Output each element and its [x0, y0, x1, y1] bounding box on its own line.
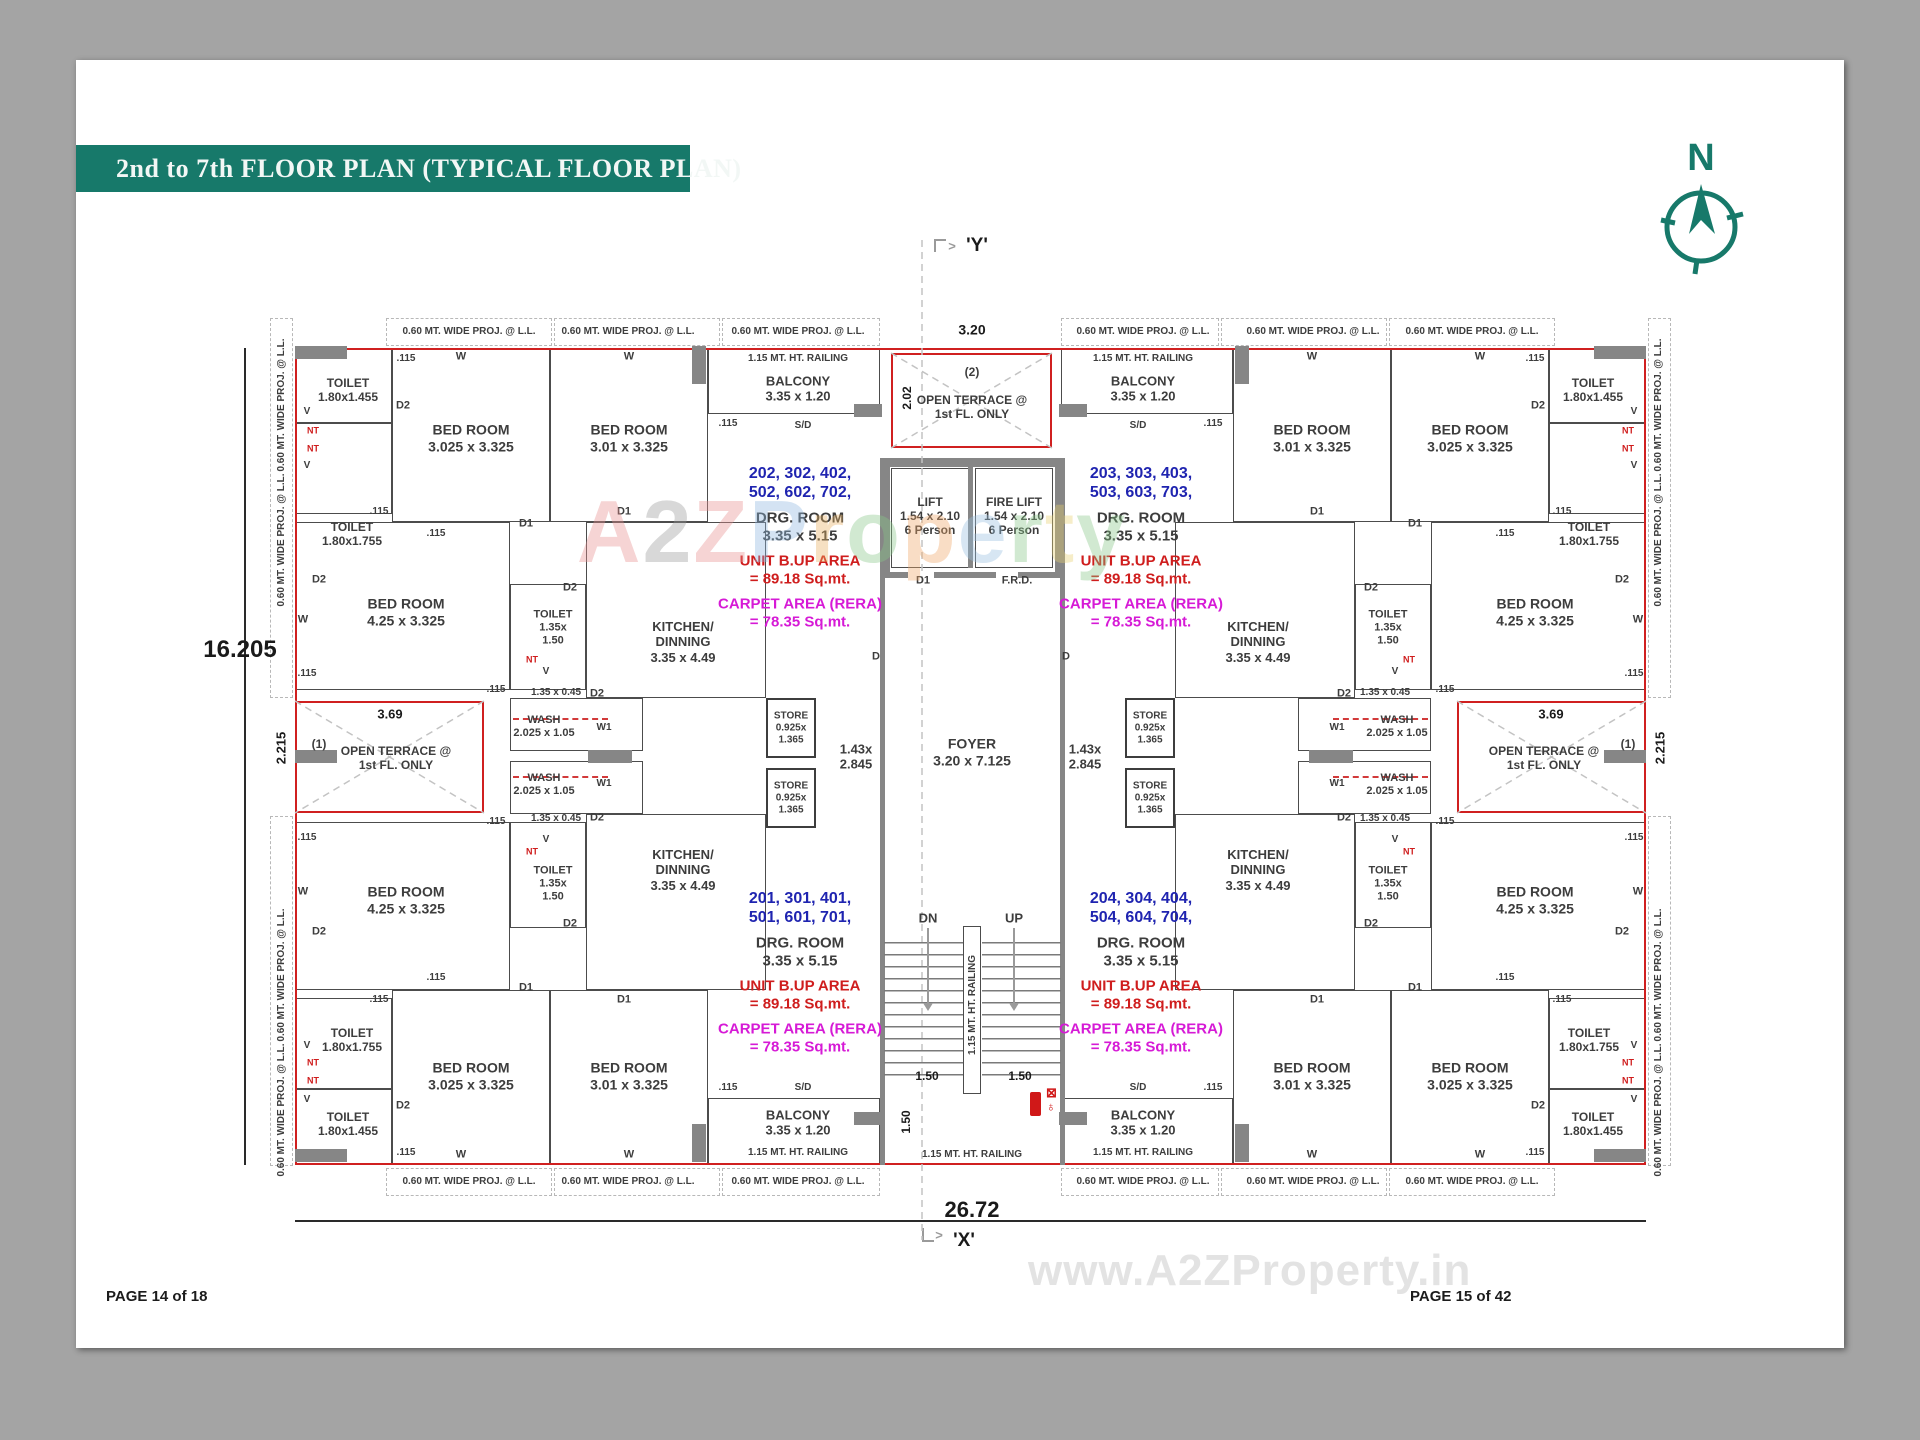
stair-dn-arrow: [924, 928, 932, 1011]
plan-box: [1060, 1090, 1065, 1165]
plan-box: [1235, 1124, 1249, 1162]
plan-box: [1060, 572, 1065, 1092]
plan-box: [1309, 750, 1353, 763]
stair-up-arrow: [1010, 928, 1018, 1011]
footer-page-right: PAGE 15 of 42: [1410, 1288, 1512, 1305]
plan-box: [880, 1090, 885, 1165]
plan-box: [386, 318, 552, 346]
plan-box: [1389, 1168, 1555, 1196]
plan-box: [1648, 318, 1671, 698]
plan-box: [1235, 346, 1249, 384]
plan-box: [1355, 822, 1431, 928]
plan-box: [1355, 584, 1431, 690]
plan-box: [588, 750, 632, 763]
plan-box: [1059, 1112, 1087, 1125]
plan-box: [1175, 814, 1355, 990]
plan-sheet: 2nd to 7th FLOOR PLAN (TYPICAL FLOOR PLA…: [76, 60, 1844, 1348]
plan-box: [295, 346, 347, 359]
plan-label: 3.20: [958, 321, 986, 338]
title-bar: 2nd to 7th FLOOR PLAN (TYPICAL FLOOR PLA…: [76, 145, 741, 192]
plan-box: [854, 1112, 882, 1125]
plan-box: [1594, 346, 1646, 359]
plan-box: [1298, 761, 1431, 814]
north-arrow-icon: N: [1660, 137, 1744, 275]
plan-box: [554, 1168, 720, 1196]
plan-label: 'Y': [966, 234, 988, 256]
plan-box: [586, 522, 766, 698]
plan-box: [922, 1240, 934, 1242]
plan-label: 2.215: [273, 731, 289, 765]
plan-box: [1298, 698, 1431, 751]
footer-page-left: PAGE 14 of 18: [106, 1288, 208, 1305]
plan-label: 'X': [953, 1229, 975, 1251]
plan-box: [1221, 1168, 1387, 1196]
plan-box: [692, 346, 706, 384]
plan-label: >: [948, 238, 956, 254]
plan-label: 2.215: [1652, 731, 1668, 765]
plan-box: [1594, 1149, 1646, 1162]
page-title: 2nd to 7th FLOOR PLAN (TYPICAL FLOOR PLA…: [116, 153, 742, 183]
plan-box: [766, 698, 816, 758]
plan-box: [1061, 1168, 1219, 1196]
plan-box: [386, 1168, 552, 1196]
plan-box: [1389, 318, 1555, 346]
plan-box: [1175, 522, 1355, 698]
plan-box: [692, 1124, 706, 1162]
plan-box: [295, 1149, 347, 1162]
plan-box: [1648, 816, 1671, 1166]
plan-box: [880, 572, 885, 1092]
plan-box: [1604, 750, 1646, 763]
plan-box: [295, 1220, 1646, 1222]
plan-box: [270, 816, 293, 1166]
plan-box: [968, 462, 973, 568]
plan-box: [1018, 572, 1065, 578]
plan-label: >: [935, 1227, 943, 1243]
plan-box: [1125, 768, 1175, 828]
plan-box: [513, 776, 608, 778]
plan-box: [880, 572, 908, 578]
stair-railing: [963, 926, 981, 1094]
plan-box: [1125, 698, 1175, 758]
plan-box: [513, 718, 608, 720]
stair-treads-left: [884, 942, 963, 1080]
plan-box: [766, 768, 816, 828]
plan-box: [722, 318, 880, 346]
plan-box: [510, 698, 643, 751]
plan-box: [1333, 718, 1428, 720]
plan-box: [586, 814, 766, 990]
plan-box: [854, 404, 882, 417]
plan-box: [891, 353, 1052, 448]
plan-box: [722, 1168, 880, 1196]
plan-box: [934, 239, 936, 252]
plan-box: [1221, 318, 1387, 346]
fire-equipment-icon: ⊠♁: [1024, 1086, 1072, 1144]
plan-box: [1061, 318, 1219, 346]
plan-box: [922, 1228, 924, 1241]
watermark-url: www.A2ZProperty.in: [1028, 1246, 1472, 1295]
plan-box: [934, 239, 946, 241]
plan-box: [510, 761, 643, 814]
plan-box: [270, 318, 293, 698]
plan-box: [1333, 776, 1428, 778]
plan-box: [880, 458, 890, 572]
plan-box: [554, 318, 720, 346]
plan-label: 16.205: [203, 635, 277, 663]
plan-box: [1055, 458, 1065, 572]
plan-box: [510, 822, 586, 928]
stair-treads-right: [982, 942, 1061, 1080]
north-label: N: [1687, 137, 1714, 179]
plan-box: [244, 348, 246, 1165]
plan-box: [510, 584, 586, 690]
plan-box: [934, 572, 996, 578]
plan-box: [1059, 404, 1087, 417]
plan-box: [975, 468, 1053, 568]
plan-box: [295, 750, 337, 763]
